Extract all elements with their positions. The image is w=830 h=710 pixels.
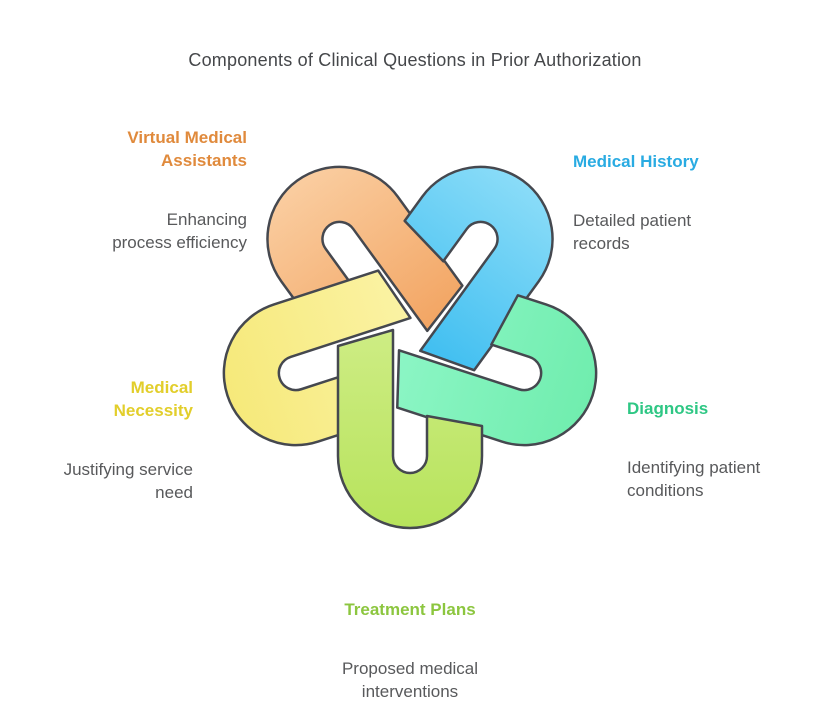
node-desc-diagnosis: Identifying patient conditions [627, 458, 761, 500]
node-desc-treatment-plans: Proposed medical interventions [341, 659, 479, 701]
node-desc-medical-history: Detailed patient records [573, 211, 692, 253]
node-virtual-medical-assistants: Virtual Medical Assistants Enhancing pro… [112, 103, 247, 277]
node-title-treatment-plans: Treatment Plans [344, 600, 476, 619]
node-title-diagnosis: Diagnosis [627, 399, 709, 418]
node-desc-medical-necessity: Justifying service need [63, 460, 193, 502]
knot-loop-medical-history [403, 165, 554, 372]
node-treatment-plans: Treatment Plans Proposed medical interve… [260, 575, 560, 710]
node-title-medical-necessity: Medical Necessity [113, 378, 193, 420]
diagram-title: Components of Clinical Questions in Prio… [188, 50, 642, 70]
node-diagnosis: Diagnosis Identifying patient conditions [627, 374, 760, 525]
node-medical-necessity: Medical Necessity Justifying service nee… [64, 353, 193, 527]
knot-loop-medical-necessity [222, 269, 412, 447]
knot-loop-treatment-plans [336, 328, 484, 530]
node-medical-history: Medical History Detailed patient records [573, 127, 699, 278]
node-title-medical-history: Medical History [573, 152, 699, 171]
knot-loop-diagnosis [396, 294, 598, 447]
node-title-virtual-medical-assistants: Virtual Medical Assistants [127, 128, 247, 170]
node-desc-virtual-medical-assistants: Enhancing process efficiency [112, 210, 247, 252]
